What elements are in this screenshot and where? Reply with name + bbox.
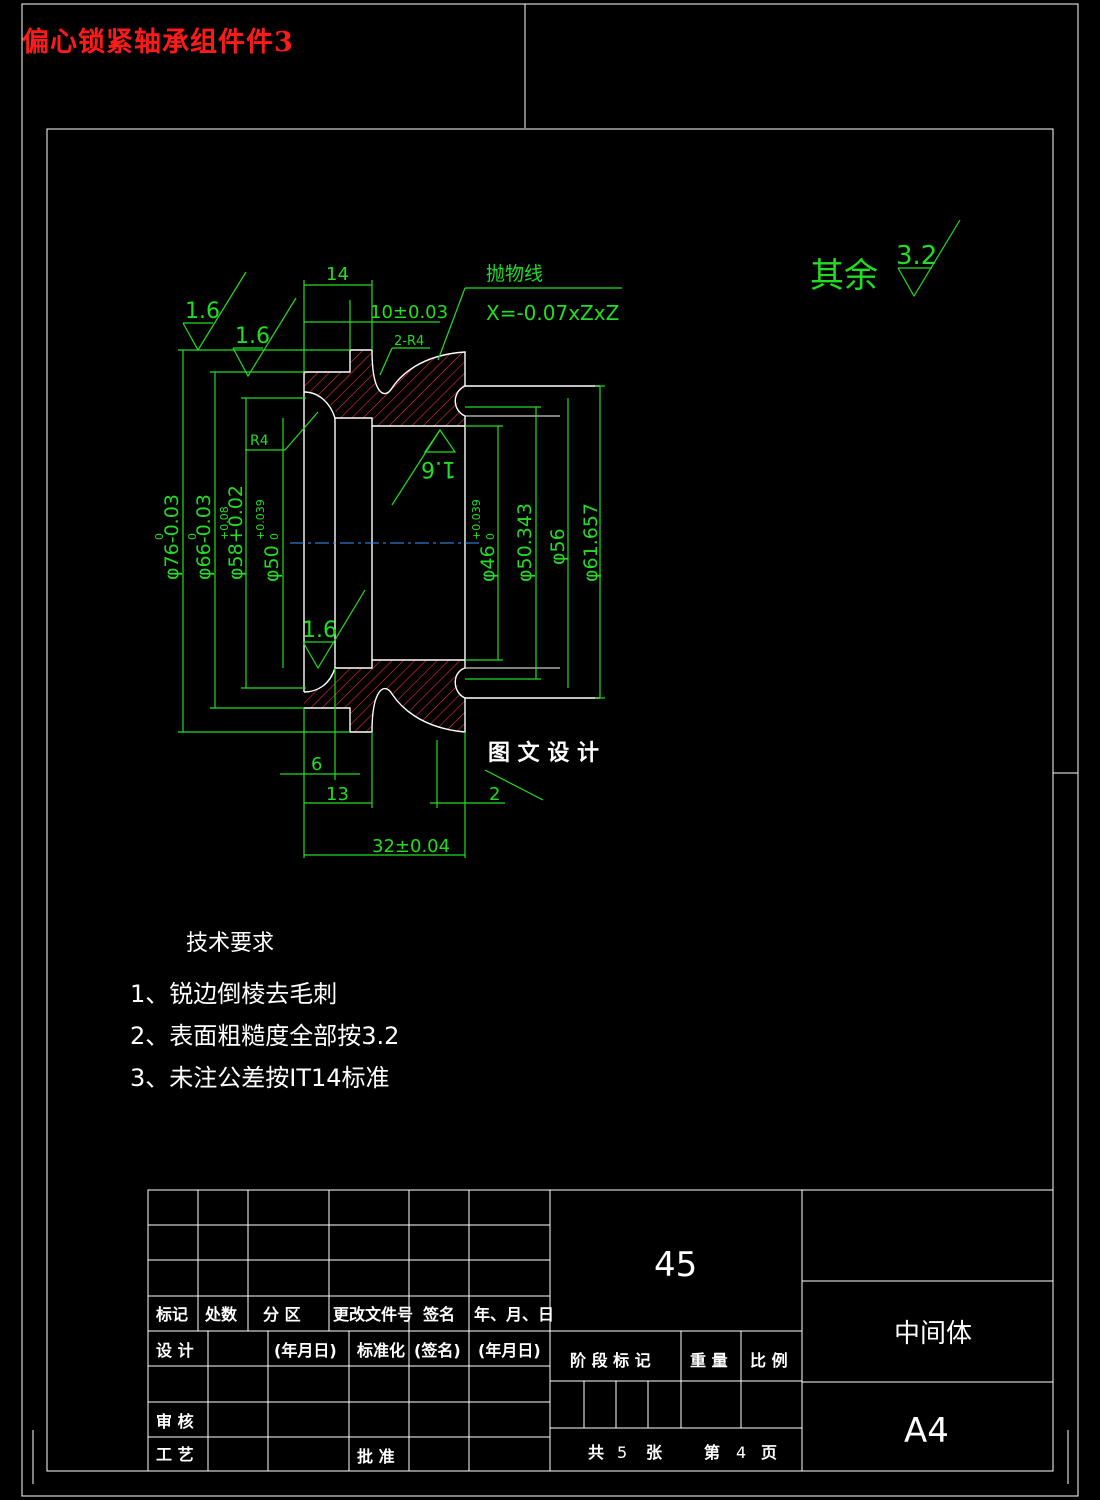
parabola-equation: X=-0.07xZxZ [486,301,619,325]
tb-page: 4 [736,1443,746,1462]
tb-page-label: 第 [704,1443,720,1462]
upper-outline [304,349,466,426]
dimension-texts: 14 10±0.03 2-R4 抛物线 X=-0.07xZxZ R4 6 13 … [153,241,937,857]
tb-process: 工 艺 [156,1445,194,1464]
tb-signed: (签名) [414,1341,461,1360]
roughness-symbol-rest [897,219,961,298]
tb-total-label: 共 [588,1443,604,1462]
dim-r4: R4 [250,433,269,449]
tb-sign: 签名 [422,1305,455,1324]
upper-hatch [304,350,465,426]
roughness-symbols [182,219,961,670]
dim-phi56: φ56 [547,528,569,565]
title-block: 标记 处数 分 区 更改文件号 签名 年、月、日 设 计 (年月日) 标准化 (… [147,1189,1054,1472]
header-title: 偏心锁紧轴承组件件3 [22,27,294,58]
tb-part-name: 中间体 [894,1319,972,1349]
dim-32: 32±0.04 [372,836,450,857]
roughness-symbol-4 [423,428,457,453]
roughness-symbol-1 [182,271,247,352]
dim-phi50-tol-lo: 0 [268,533,281,540]
dim-phi50-tol-up: +0.039 [254,499,267,540]
dimension-lines [178,280,622,858]
roughness-3-value: 1.6 [302,618,337,643]
tb-page-unit: 页 [761,1443,777,1462]
technical-requirements: 技术要求 1、锐边倒棱去毛刺 2、表面粗糙度全部按3.2 3、未注公差按IT14… [130,931,399,1092]
dim-phi76: φ76-0.03 [161,494,183,580]
dim-phi58: φ58+0.02 [225,485,247,580]
tb-ymd2: (年月日) [478,1341,541,1360]
roughness-2-value: 1.6 [235,324,270,349]
dim-6: 6 [311,754,322,775]
bore-outline [303,391,466,693]
tb-scale: 比 例 [750,1351,788,1370]
tb-review: 审 核 [156,1412,194,1431]
tb-paper-size: A4 [904,1411,949,1451]
tb-zone: 分 区 [263,1305,301,1324]
tb-ymd1: (年月日) [274,1341,337,1360]
dim-13: 13 [326,784,349,805]
dim-2: 2 [489,784,500,805]
watermark-text: 图 文 设 计 [488,740,599,766]
roughness-1-value: 1.6 [185,299,220,324]
tb-standardize: 标准化 [356,1341,405,1360]
part-section [290,349,600,733]
tb-change-doc: 更改文件号 [333,1305,413,1324]
roughness-symbol-2 [232,297,297,378]
dim-2-r4: 2-R4 [394,334,424,349]
dim-phi61-657: φ61.657 [580,503,602,582]
tb-sheet-unit: 张 [646,1443,663,1462]
tb-approve: 批 准 [357,1447,395,1466]
tech-item-2: 2、表面粗糙度全部按3.2 [130,1022,399,1050]
roughness-rest-value: 3.2 [896,241,937,271]
dim-phi46-tol-lo: 0 [484,533,497,540]
parabola-label: 抛物线 [486,263,543,285]
dim-phi46: φ46 [477,545,499,582]
dim-phi50-343: φ50.343 [514,503,536,582]
dim-10: 10±0.03 [370,302,448,323]
tech-title: 技术要求 [186,931,274,956]
roughness-4-value: 1.6 [421,456,456,481]
tb-count: 处数 [204,1305,238,1324]
tb-date: 年、月、日 [474,1305,554,1324]
lower-hatch [304,660,465,732]
tb-total: 5 [617,1443,627,1462]
dim-phi50: φ50 [261,545,283,582]
tech-item-1: 1、锐边倒棱去毛刺 [130,980,337,1008]
tb-mark: 标记 [155,1305,188,1324]
dim-phi58-tol: +0.08 [218,506,231,540]
dim-phi46-tol-up: +0.039 [470,499,483,540]
tb-design: 设 计 [156,1341,194,1360]
dim-phi76-tol: 0 [153,533,166,540]
roughness-symbol-3 [302,589,366,670]
tb-stage-mark: 阶 段 标 记 [570,1351,651,1370]
dim-phi66-tol: 0 [186,533,199,540]
lower-outline [304,660,466,733]
tb-weight: 重 量 [690,1351,728,1370]
dim-14: 14 [326,264,349,285]
roughness-rest-label: 其余 [810,256,878,296]
dim-phi66: φ66-0.03 [193,494,215,580]
tech-item-3: 3、未注公差按IT14标准 [130,1064,390,1092]
tb-material: 45 [654,1245,697,1285]
